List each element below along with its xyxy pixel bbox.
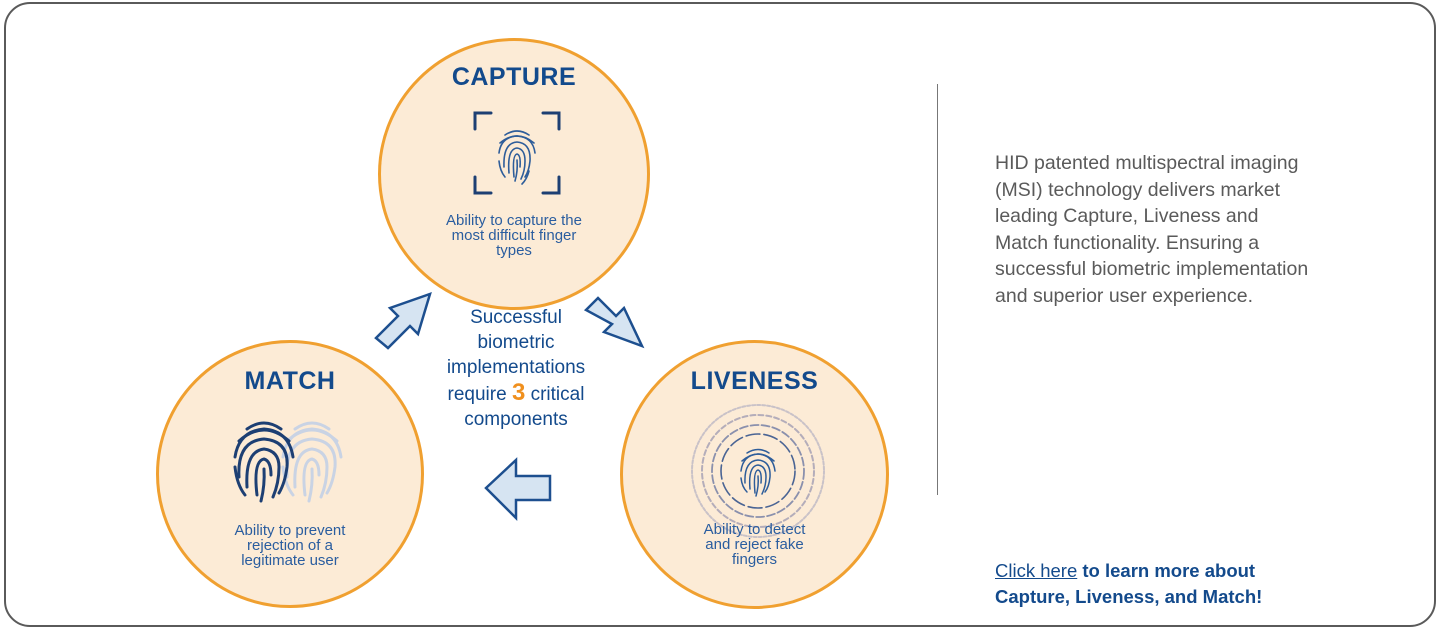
liveness-title: LIVENESS <box>690 367 819 395</box>
match-circle: MATCH Ability to prevent rejection of a … <box>156 340 424 608</box>
capture-circle: CAPTURE Ability to capture the most diff… <box>378 38 650 310</box>
fingerprint-rings-icon <box>691 404 825 538</box>
side-description: HID patented multispectral imaging (MSI)… <box>995 152 1309 307</box>
center-caption: Successful biometric implementations req… <box>446 307 586 430</box>
capture-description: Ability to capture the most difficult fi… <box>446 212 582 259</box>
liveness-circle: LIVENESS Ability to detect and reject fa… <box>620 340 889 609</box>
match-title: MATCH <box>244 367 336 395</box>
liveness-description: Ability to detect and reject fake finger… <box>703 521 806 568</box>
diagram-frame <box>4 2 1436 627</box>
double-fingerprint-icon <box>233 421 343 503</box>
arrow-liveness-to-match <box>484 457 552 522</box>
component-count: 3 <box>511 379 526 406</box>
fingerprint-in-frame-icon <box>473 111 561 195</box>
learn-more-callout: Click here to learn more about Capture, … <box>995 560 1263 607</box>
capture-title: CAPTURE <box>451 63 577 91</box>
vertical-divider <box>937 84 938 495</box>
click-here-link[interactable]: Click here <box>995 560 1078 581</box>
arrow-capture-to-liveness <box>583 296 645 349</box>
arrow-match-to-capture <box>374 292 432 350</box>
match-description: Ability to prevent rejection of a legiti… <box>234 522 346 569</box>
